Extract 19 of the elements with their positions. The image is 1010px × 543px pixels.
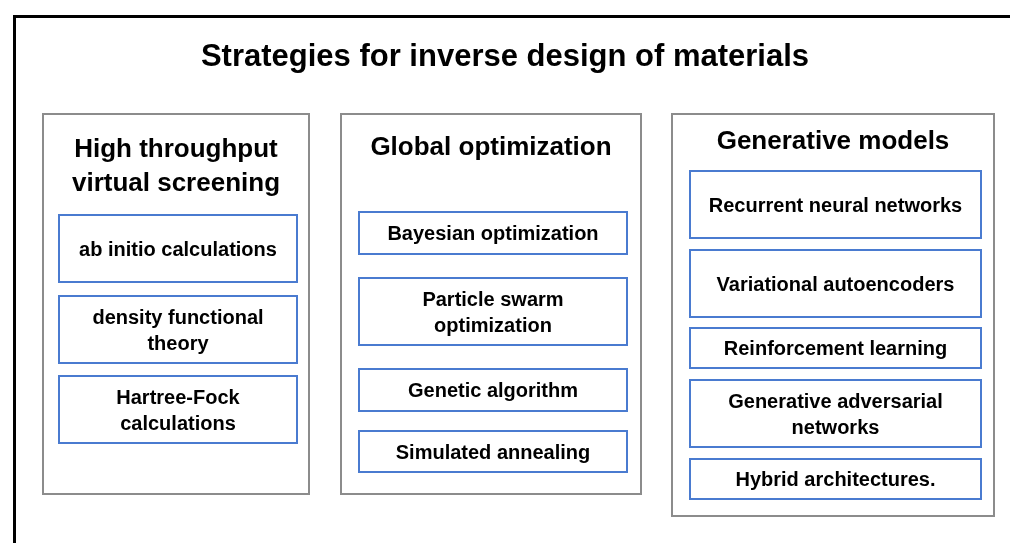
- group-panel: [340, 113, 642, 495]
- title: Strategies for inverse design of materials: [199, 38, 811, 74]
- method-box: density functional theory: [58, 295, 298, 364]
- method-box: ab initio calculations: [58, 214, 298, 283]
- group-panel: [671, 113, 995, 517]
- method-box: Particle swarm optimization: [358, 277, 628, 346]
- method-box: Hartree-Fock calculations: [58, 375, 298, 444]
- method-box: Recurrent neural networks: [689, 170, 982, 239]
- method-box: Genetic algorithm: [358, 368, 628, 412]
- method-box: Generative adversarial networks: [689, 379, 982, 448]
- method-box: Variational autoencoders: [689, 249, 982, 318]
- group-panel: [42, 113, 310, 495]
- method-box: Simulated annealing: [358, 430, 628, 473]
- group-heading: High throughput virtual screening: [70, 132, 282, 199]
- method-box: Bayesian optimization: [358, 211, 628, 255]
- group-heading: Generative models: [715, 124, 951, 157]
- group-heading: Global optimization: [369, 130, 613, 163]
- method-box: Reinforcement learning: [689, 327, 982, 369]
- method-box: Hybrid architectures.: [689, 458, 982, 500]
